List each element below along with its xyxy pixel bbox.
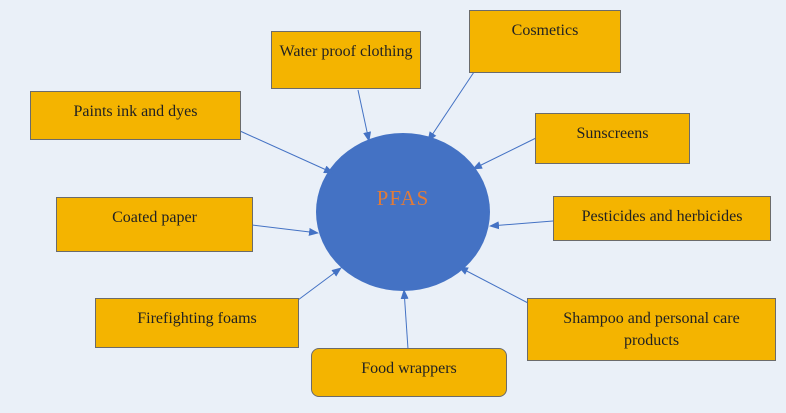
node-coated-paper-label: Coated paper [112, 209, 197, 226]
node-sunscreens-label: Sunscreens [576, 125, 649, 142]
arrow-paints-ink-dyes [239, 130, 334, 174]
node-coated-paper: Coated paper [56, 197, 253, 252]
node-water-proof-clothing-label: Water proof clothing [279, 43, 413, 60]
node-paints-ink-dyes: Paints ink and dyes [30, 91, 241, 140]
node-cosmetics-label: Cosmetics [511, 22, 579, 39]
node-shampoo-personal-care: Shampoo and personal care products [527, 298, 776, 361]
arrow-sunscreens [472, 137, 537, 170]
node-water-proof-clothing: Water proof clothing [271, 31, 421, 89]
node-firefighting-foams-label: Firefighting foams [137, 310, 257, 327]
node-sunscreens: Sunscreens [535, 113, 690, 164]
arrow-coated-paper [251, 224, 319, 236]
arrow-water-proof-clothing [357, 89, 372, 142]
pfas-center-label: PFAS [376, 186, 430, 210]
pfas-center-circle [316, 133, 490, 291]
arrow-firefighting-foams [297, 267, 342, 301]
node-shampoo-personal-care-label: Shampoo and personal care products [563, 310, 740, 349]
node-food-wrappers-label: Food wrappers [361, 360, 457, 377]
arrow-food-wrappers [400, 289, 409, 350]
node-paints-ink-dyes-label: Paints ink and dyes [73, 103, 198, 120]
arrow-pesticides-herbicides [489, 220, 554, 230]
arrow-cosmetics [427, 71, 475, 142]
node-food-wrappers: Food wrappers [311, 348, 507, 397]
arrow-shampoo-personal-care [458, 266, 529, 304]
node-pesticides-herbicides: Pesticides and herbicides [553, 196, 771, 241]
node-firefighting-foams: Firefighting foams [95, 298, 299, 348]
node-pesticides-herbicides-label: Pesticides and herbicides [581, 208, 743, 225]
node-cosmetics: Cosmetics [469, 10, 621, 73]
